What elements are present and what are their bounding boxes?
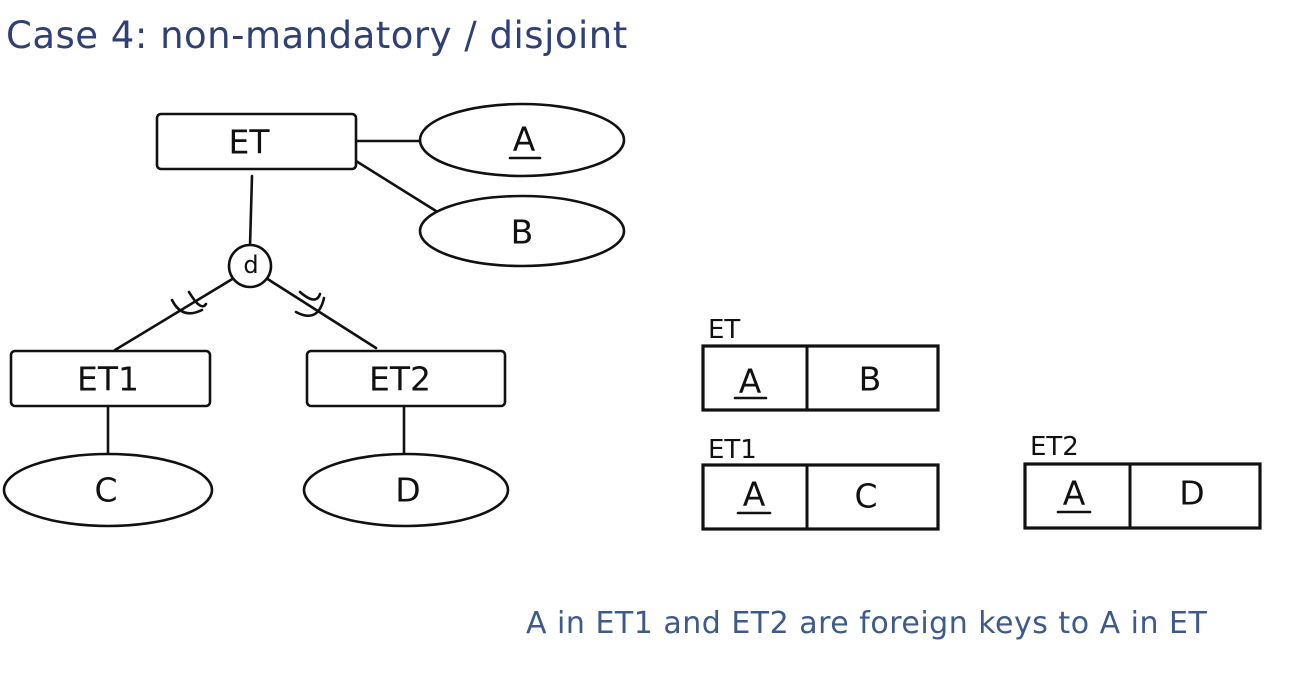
line-et-circle bbox=[248, 174, 254, 248]
subset-symbol-et2 bbox=[294, 290, 326, 317]
table-et1-box bbox=[701, 463, 940, 531]
attribute-c-ellipse bbox=[2, 452, 214, 528]
table-et-col1: A bbox=[739, 362, 762, 401]
entity-et-box bbox=[155, 112, 358, 171]
entity-et-label: ET bbox=[228, 123, 270, 162]
entity-et1-label: ET1 bbox=[77, 360, 139, 399]
line-circle-et2 bbox=[264, 276, 378, 350]
entity-et2-box bbox=[305, 349, 507, 408]
line-et-b bbox=[354, 159, 438, 213]
attribute-b-ellipse bbox=[418, 194, 626, 268]
line-circle-et1 bbox=[113, 276, 236, 352]
disjoint-symbol: d bbox=[243, 251, 258, 279]
table-et1-name: ET1 bbox=[708, 435, 757, 465]
entity-et2-label: ET2 bbox=[369, 360, 431, 399]
attribute-a-label: A bbox=[513, 120, 536, 159]
table-et2-box bbox=[1023, 462, 1262, 530]
foreign-key-note: A in ET1 and ET2 are foreign keys to A i… bbox=[526, 606, 1208, 641]
table-et-box bbox=[701, 344, 940, 412]
attribute-d-ellipse bbox=[302, 452, 510, 528]
table-et1-col2: C bbox=[854, 477, 877, 516]
attribute-a-ellipse bbox=[418, 102, 626, 178]
table-et-name: ET bbox=[708, 315, 740, 345]
attribute-c-label: C bbox=[94, 471, 117, 510]
disjoint-circle bbox=[227, 243, 273, 289]
table-et2-col2: D bbox=[1179, 474, 1204, 513]
entity-et1-box bbox=[9, 349, 212, 408]
table-et1-col1: A bbox=[743, 475, 766, 514]
page-title: Case 4: non-mandatory / disjoint bbox=[6, 14, 628, 57]
attribute-d-label: D bbox=[395, 471, 420, 510]
table-et2-name: ET2 bbox=[1030, 432, 1079, 462]
subset-symbol-et1 bbox=[170, 290, 208, 315]
table-et2-col1: A bbox=[1063, 474, 1086, 513]
attribute-b-label: B bbox=[511, 213, 534, 252]
table-et-col2: B bbox=[859, 360, 882, 399]
